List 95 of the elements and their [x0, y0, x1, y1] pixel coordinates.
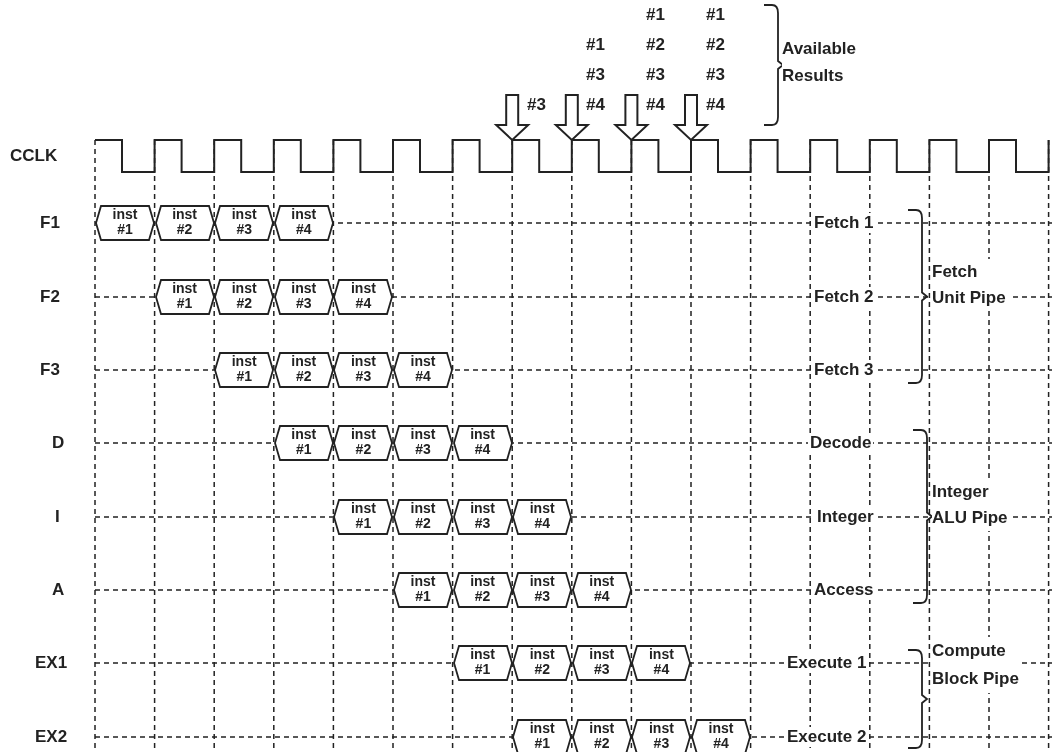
- instruction-label: inst #2: [528, 647, 556, 677]
- result-number: #1: [586, 35, 605, 55]
- pipeline-slot: [571, 719, 632, 752]
- pipeline-slot: [571, 645, 632, 681]
- instruction-label: inst #2: [588, 721, 616, 751]
- instruction-label: inst #1: [469, 647, 497, 677]
- stage-name: Execute 1: [785, 653, 869, 673]
- stage-name: Fetch 3: [812, 360, 876, 380]
- pipeline-slot: [393, 499, 453, 535]
- pipeline-slot: [333, 499, 394, 535]
- result-number: #4: [586, 95, 605, 115]
- signal-name: A: [52, 580, 65, 600]
- instruction-label: inst #3: [349, 354, 377, 384]
- stage-name: Fetch 2: [812, 287, 876, 307]
- pipeline-slot: [393, 572, 453, 608]
- signal-name: D: [52, 433, 65, 453]
- result-number: #2: [646, 35, 665, 55]
- stage-name: Fetch 1: [812, 213, 876, 233]
- instruction-label: inst #4: [349, 281, 377, 311]
- pipeline-slot: [214, 279, 275, 315]
- pipeline-slot: [512, 719, 573, 752]
- group-label: Compute Block Pipe: [932, 637, 1022, 693]
- pipeline-slot: [273, 352, 334, 388]
- result-number: #4: [706, 95, 725, 115]
- signal-name: F1: [40, 213, 60, 233]
- instruction-label: inst #3: [588, 647, 616, 677]
- pipeline-slot: [95, 205, 155, 241]
- stage-name: Integer: [815, 507, 876, 527]
- result-number: #3: [586, 65, 605, 85]
- instruction-label: inst #1: [230, 354, 258, 384]
- instruction-label: inst #3: [469, 501, 497, 531]
- pipeline-slot: [571, 572, 632, 608]
- pipeline-slot: [393, 352, 453, 388]
- pipeline-slot: [154, 279, 215, 315]
- pipeline-slot: [512, 572, 573, 608]
- result-number: #3: [527, 95, 546, 115]
- instruction-label: inst #2: [290, 354, 318, 384]
- pipeline-slot: [512, 499, 573, 535]
- result-number: #4: [646, 95, 665, 115]
- instruction-label: inst #2: [409, 501, 437, 531]
- pipeline-slot: [691, 719, 751, 752]
- pipeline-slot: [452, 645, 513, 681]
- instruction-label: inst #2: [171, 207, 199, 237]
- result-number: #3: [646, 65, 665, 85]
- instruction-label: inst #3: [290, 281, 318, 311]
- instruction-label: inst #4: [647, 647, 675, 677]
- instruction-label: inst #4: [409, 354, 437, 384]
- instruction-label: inst #4: [528, 501, 556, 531]
- instruction-label: inst #3: [409, 427, 437, 457]
- instruction-label: inst #4: [588, 574, 616, 604]
- pipeline-slot: [393, 425, 453, 461]
- instruction-label: inst #2: [349, 427, 377, 457]
- pipeline-slot: [452, 425, 513, 461]
- pipeline-slot: [333, 279, 394, 315]
- pipeline-slot: [214, 352, 275, 388]
- instruction-label: inst #3: [528, 574, 556, 604]
- pipeline-slot: [631, 719, 692, 752]
- instruction-label: inst #1: [290, 427, 318, 457]
- pipeline-slot: [333, 352, 394, 388]
- instruction-label: inst #4: [290, 207, 318, 237]
- stage-name: Decode: [808, 433, 874, 453]
- stage-name: Execute 2: [785, 727, 869, 747]
- group-label: Integer ALU Pipe: [932, 479, 1012, 531]
- instruction-label: inst #4: [707, 721, 735, 751]
- signal-name: F3: [40, 360, 60, 380]
- signal-name: EX1: [35, 653, 68, 673]
- pipeline-slot: [273, 205, 334, 241]
- instruction-label: inst #2: [230, 281, 258, 311]
- signal-name: CCLK: [10, 146, 58, 166]
- pipeline-slot: [333, 425, 394, 461]
- instruction-label: inst #2: [469, 574, 497, 604]
- result-number: #2: [706, 35, 725, 55]
- result-number: #1: [706, 5, 725, 25]
- signal-name: I: [55, 507, 60, 527]
- pipeline-slot: [452, 572, 513, 608]
- pipeline-slot: [631, 645, 692, 681]
- pipeline-slot: [452, 499, 513, 535]
- pipeline-slot: [214, 205, 275, 241]
- pipeline-slot: [273, 279, 334, 315]
- instruction-label: inst #1: [409, 574, 437, 604]
- instruction-label: inst #1: [171, 281, 199, 311]
- stage-name: Access: [812, 580, 876, 600]
- pipeline-slot: [273, 425, 334, 461]
- instruction-label: inst #3: [230, 207, 258, 237]
- signal-name: F2: [40, 287, 60, 307]
- pipeline-slot: [154, 205, 215, 241]
- instruction-label: inst #1: [349, 501, 377, 531]
- instruction-label: inst #4: [469, 427, 497, 457]
- instruction-label: inst #1: [111, 207, 139, 237]
- result-number: #1: [646, 5, 665, 25]
- instruction-label: inst #3: [647, 721, 675, 751]
- instruction-label: inst #1: [528, 721, 556, 751]
- pipeline-slot: [512, 645, 573, 681]
- signal-name: EX2: [35, 727, 68, 747]
- result-number: #3: [706, 65, 725, 85]
